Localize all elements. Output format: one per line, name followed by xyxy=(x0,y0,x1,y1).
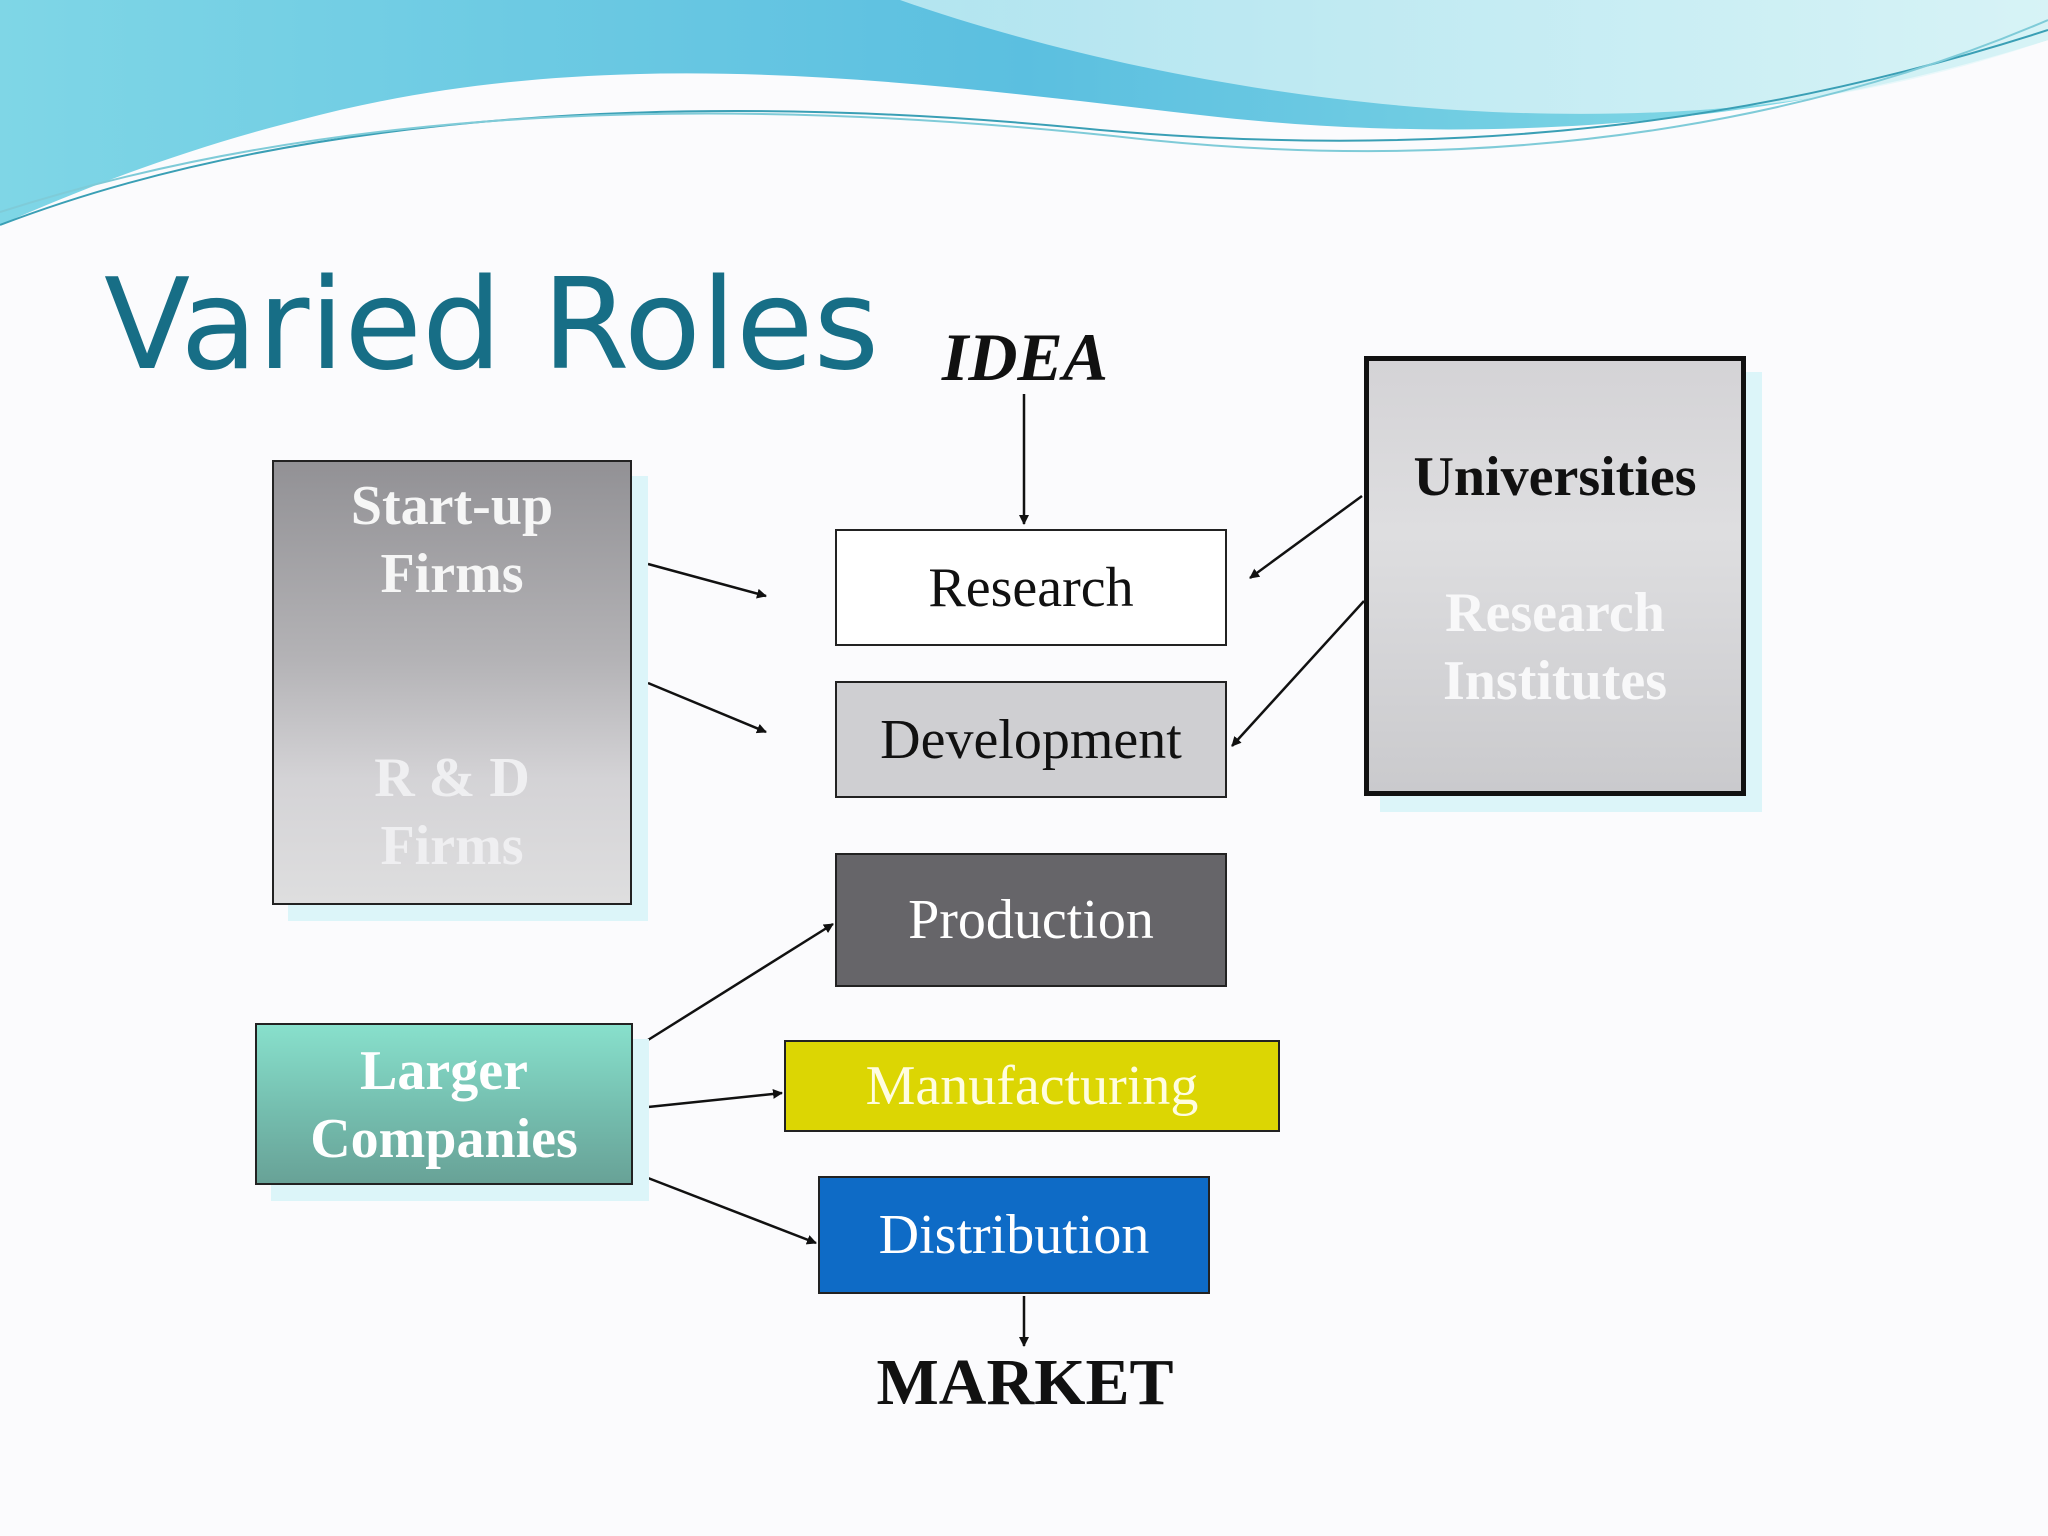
universities-institutes-box: Universities Research Institutes xyxy=(1364,356,1746,796)
universities-line1: Universities xyxy=(1413,446,1697,508)
idea-label: IDEA xyxy=(941,319,1109,395)
header-wave-decoration xyxy=(0,0,2048,226)
stage-production-box: Production xyxy=(835,853,1227,987)
research-institutes-label: Research Institutes xyxy=(1369,579,1741,715)
arrow-startup-to-research xyxy=(647,562,767,599)
larger-companies-box: Larger Companies xyxy=(255,1023,633,1185)
slide-title: Varied Roles xyxy=(104,251,880,398)
arrow-larger-to-manufacturing xyxy=(647,1088,783,1109)
arrow-startup-to-development xyxy=(647,681,767,734)
rd-firms-line1: R & D xyxy=(374,747,530,809)
stage-manufacturing-box: Manufacturing xyxy=(784,1040,1280,1132)
stage-research-box: Research xyxy=(835,529,1227,646)
startup-firms-line2: Firms xyxy=(380,543,524,605)
stage-development-box: Development xyxy=(835,681,1227,798)
larger-companies-line1: Larger xyxy=(360,1040,528,1102)
research-institutes-line1: Research xyxy=(1445,582,1665,644)
arrow-larger-to-distribution xyxy=(647,1176,817,1245)
startup-rd-firms-box: Start-up Firms R & D Firms xyxy=(272,460,632,905)
stage-distribution-box: Distribution xyxy=(818,1176,1210,1294)
arrow-universities-to-research xyxy=(1249,494,1363,580)
arrow-larger-to-production xyxy=(647,922,834,1042)
market-label: MARKET xyxy=(876,1346,1174,1419)
universities-label: Universities xyxy=(1369,443,1741,511)
rd-firms-line2: Firms xyxy=(380,815,524,877)
rd-firms-label: R & D Firms xyxy=(274,744,630,880)
startup-firms-line1: Start-up xyxy=(350,475,554,537)
research-institutes-line2: Institutes xyxy=(1442,650,1668,712)
arrow-universities-to-development xyxy=(1231,600,1365,747)
startup-firms-label: Start-up Firms xyxy=(274,472,630,608)
larger-companies-line2: Companies xyxy=(310,1108,578,1170)
